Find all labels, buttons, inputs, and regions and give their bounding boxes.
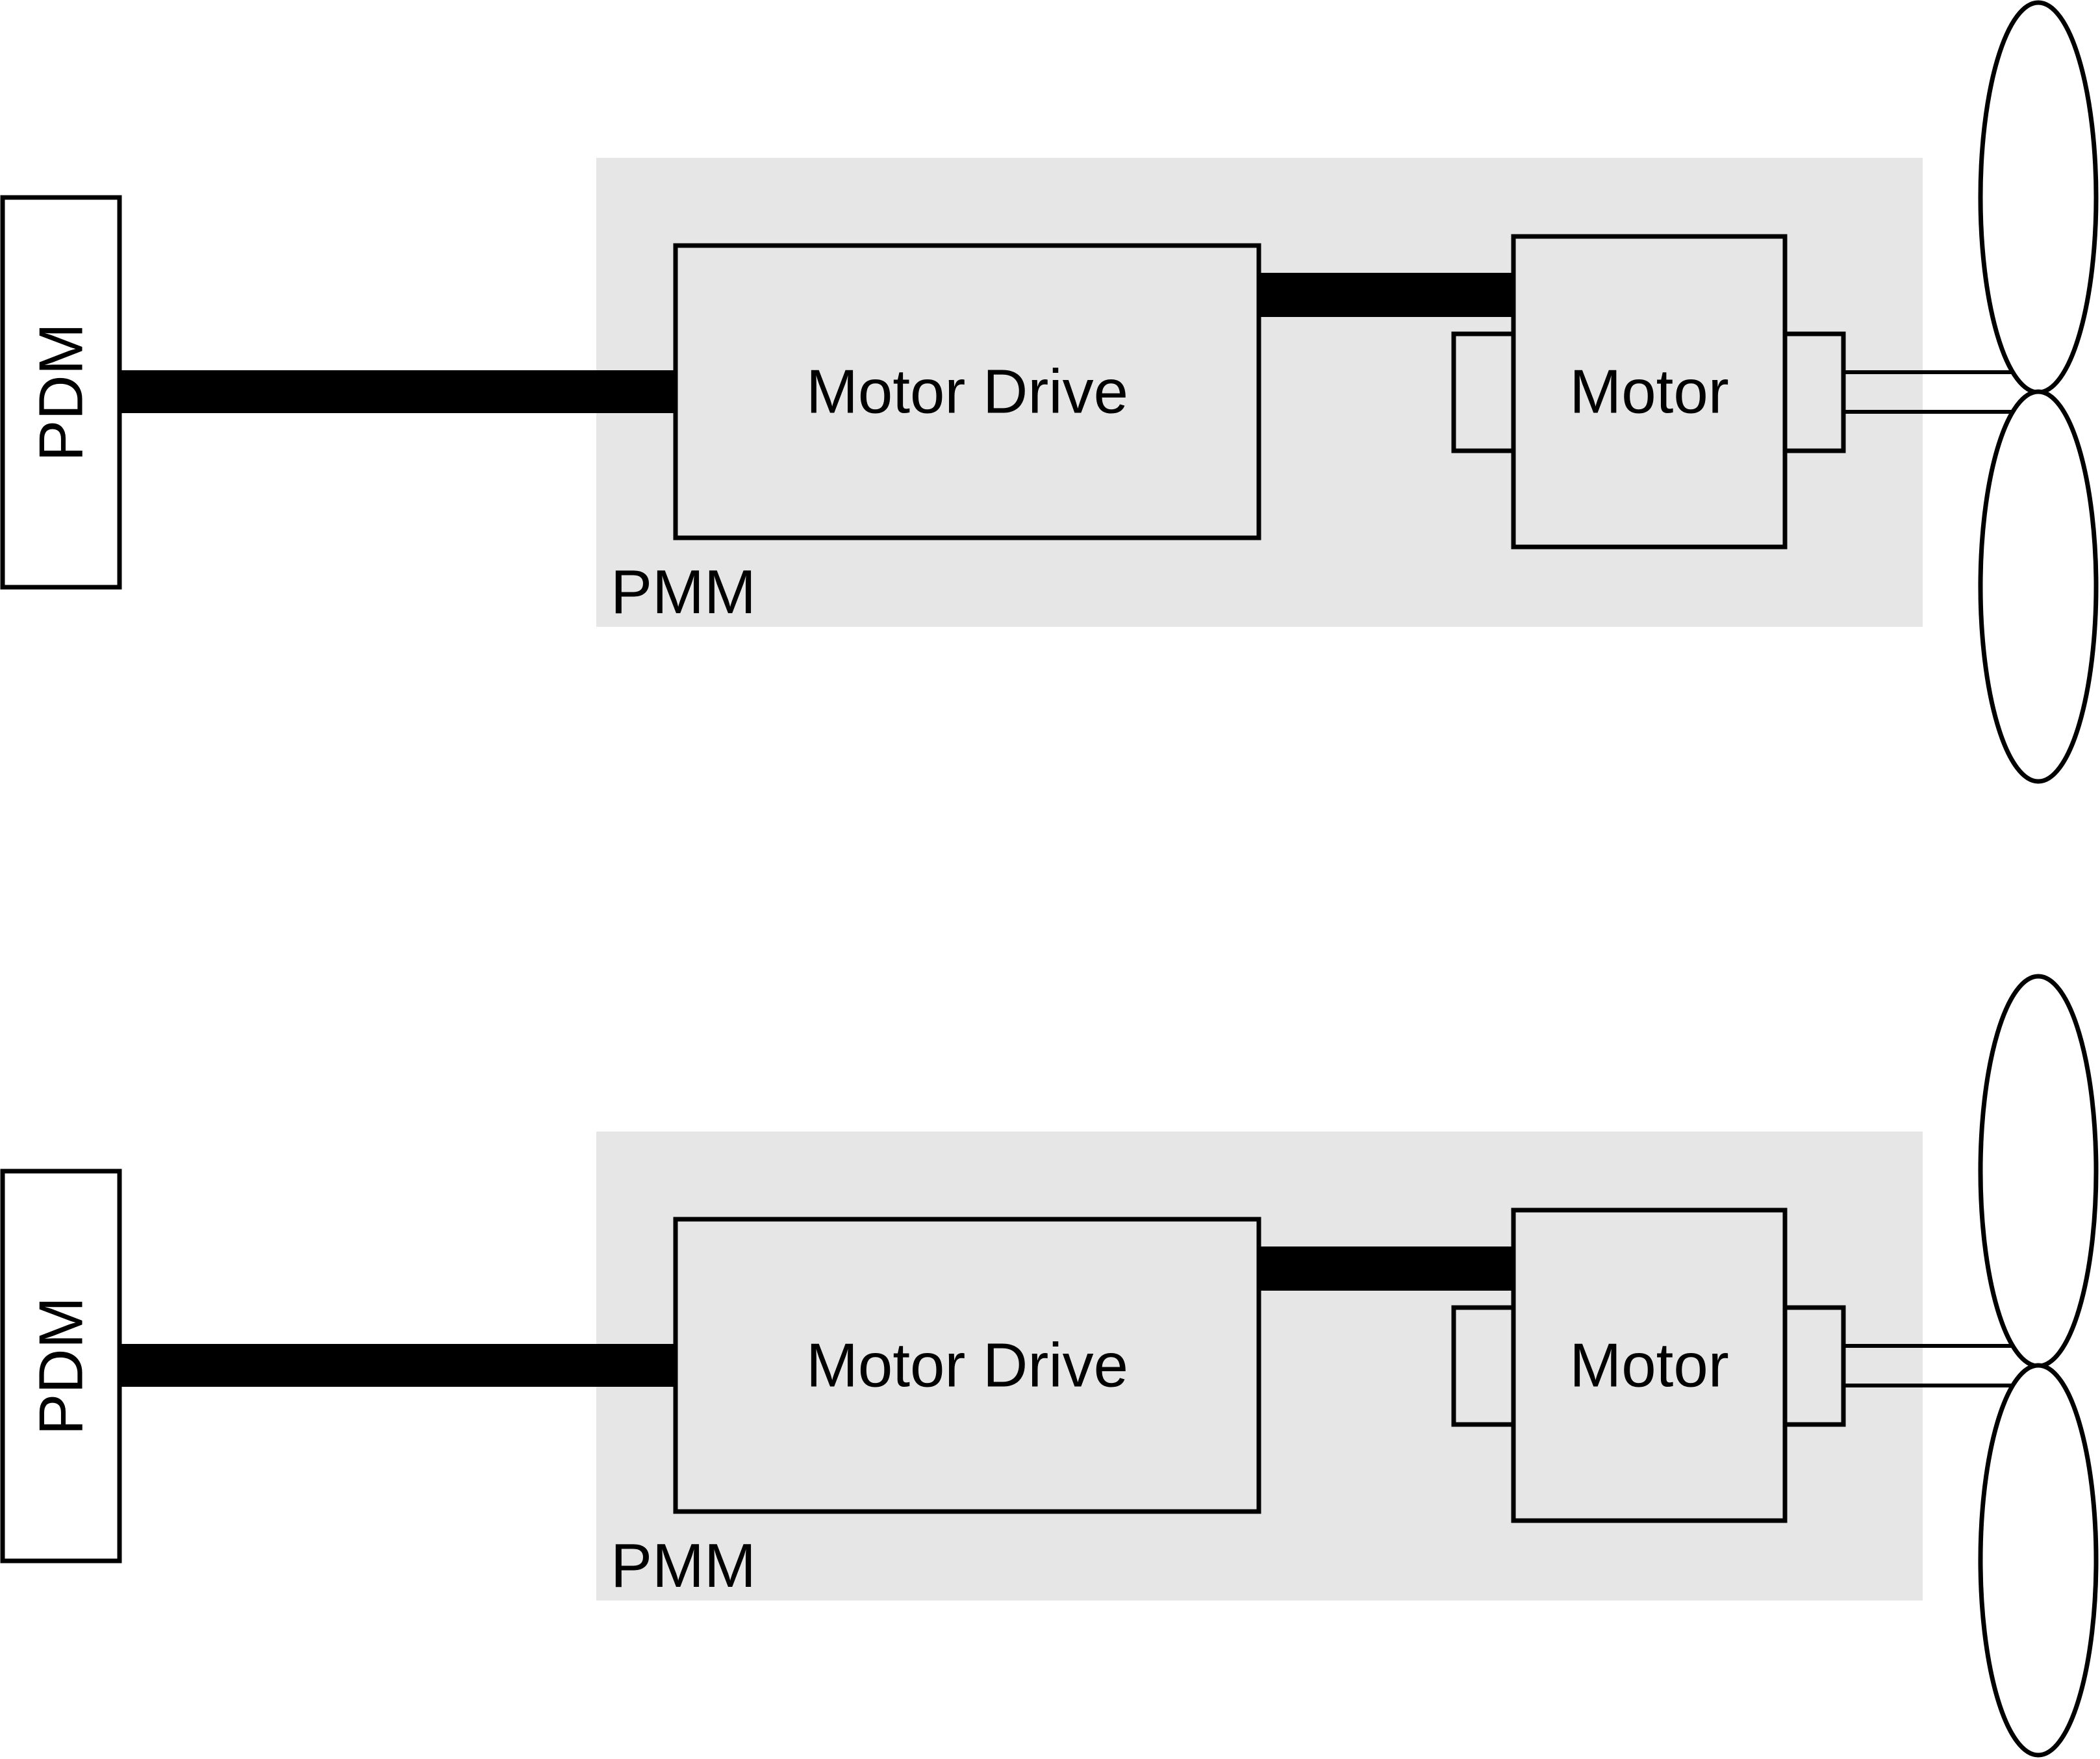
pdm-box (0, 195, 122, 590)
power-cable-drive-to-motor (1259, 1246, 1513, 1291)
motor-box (1511, 234, 1788, 550)
pmm-label: PMM (611, 557, 756, 627)
propulsion-system-2: PMM PDM Motor Drive Motor (0, 974, 2099, 1758)
motor-left-flange (1451, 1305, 1516, 1427)
power-cable-pdm-to-drive (120, 1344, 676, 1387)
power-cable-drive-to-motor (1259, 273, 1513, 317)
propeller-icon (1978, 974, 2099, 1758)
motor-right-flange (1782, 1305, 1846, 1427)
motor-label: Motor (1569, 1331, 1728, 1400)
motor-box (1511, 1208, 1788, 1523)
motor-drive-box (673, 243, 1261, 540)
motor-drive-label: Motor Drive (806, 357, 1128, 427)
pmm-label: PMM (611, 1531, 756, 1601)
motor-left-flange (1451, 331, 1516, 453)
motor-shaft (1843, 1344, 2017, 1387)
motor-drive-label: Motor Drive (806, 1331, 1128, 1400)
power-cable-pdm-to-drive (120, 370, 676, 413)
motor-label: Motor (1569, 357, 1728, 427)
pdm-label: PDM (27, 323, 96, 461)
motor-shaft (1843, 370, 2017, 414)
motor-drive-box (673, 1217, 1261, 1514)
propeller-icon (1978, 0, 2099, 784)
pdm-label: PDM (27, 1297, 96, 1435)
propulsion-system-1: PMM PDM Motor Drive Motor (0, 0, 2099, 784)
motor-right-flange (1782, 331, 1846, 453)
